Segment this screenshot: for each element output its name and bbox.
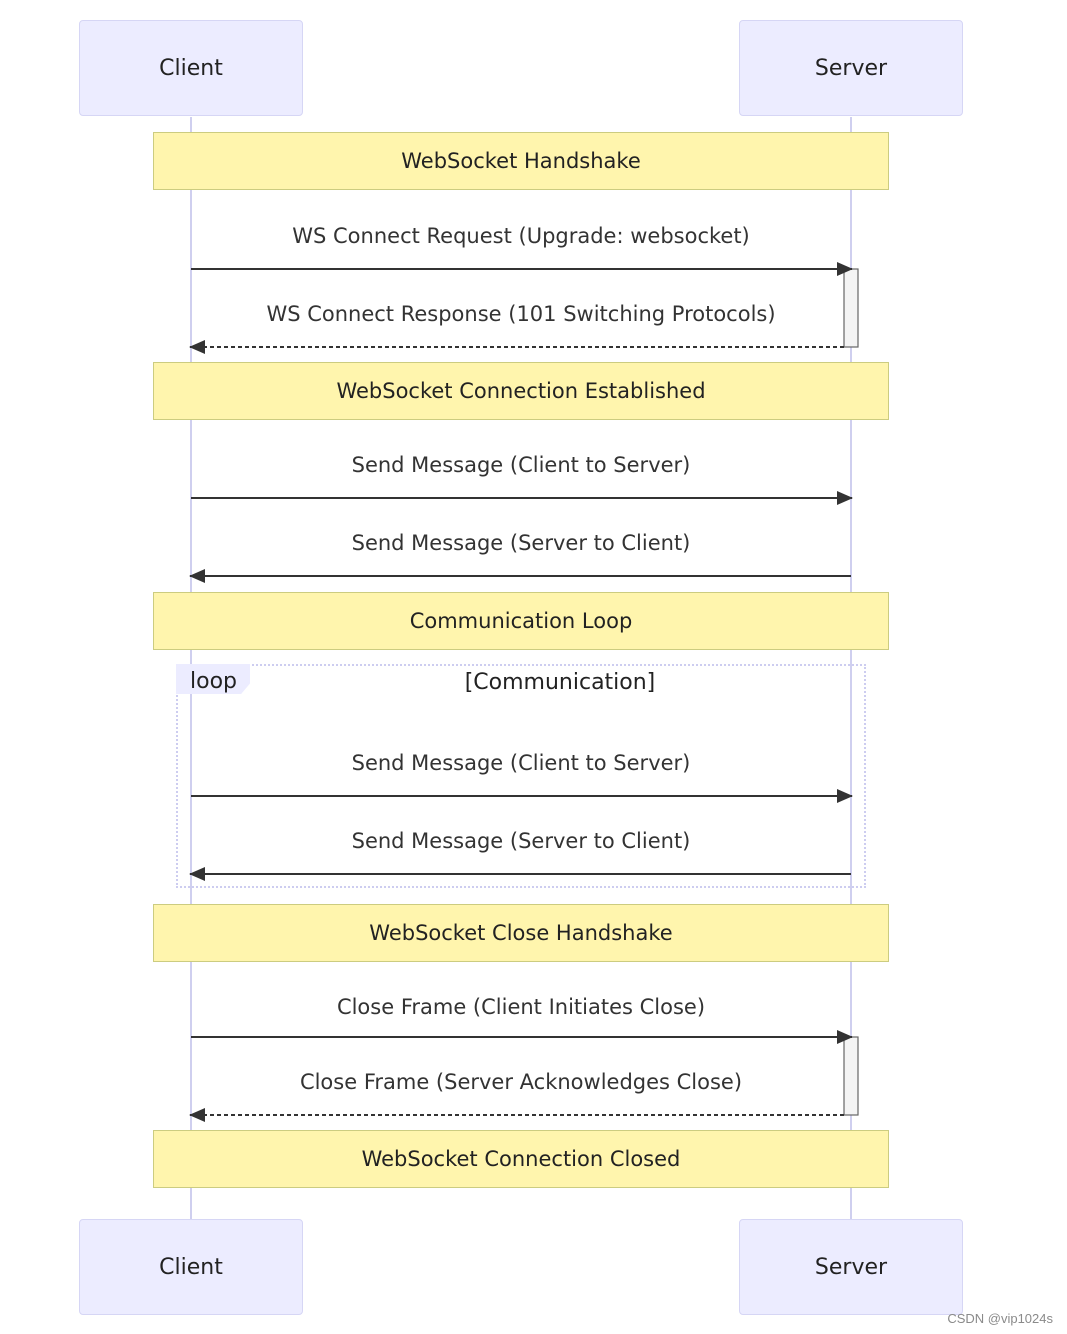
note-text: WebSocket Connection Established: [336, 379, 706, 403]
actor-client-bottom: Client: [79, 1219, 303, 1315]
actor-client-top: Client: [79, 20, 303, 116]
activation-bar: [843, 268, 859, 348]
actor-label: Server: [814, 55, 888, 81]
note-handshake: WebSocket Handshake: [153, 132, 889, 190]
message-send-s2c-2: Send Message (Server to Client): [351, 829, 691, 853]
actor-server-bottom: Server: [739, 1219, 963, 1315]
server-lifeline: [850, 117, 852, 1220]
note-text: WebSocket Connection Closed: [361, 1147, 681, 1171]
activation-bar: [843, 1036, 859, 1116]
actor-label: Server: [814, 1254, 888, 1280]
loop-condition: [Communication]: [464, 670, 656, 695]
note-text: WebSocket Close Handshake: [369, 921, 673, 945]
actor-server-top: Server: [739, 20, 963, 116]
note-established: WebSocket Connection Established: [153, 362, 889, 420]
message-connect-request: WS Connect Request (Upgrade: websocket): [292, 224, 750, 248]
note-text: Communication Loop: [409, 609, 633, 633]
message-send-s2c-1: Send Message (Server to Client): [351, 531, 691, 555]
loop-frame: [176, 664, 866, 888]
loop-tag: loop: [176, 664, 250, 694]
message-connect-response: WS Connect Response (101 Switching Proto…: [266, 302, 776, 326]
actor-label: Client: [159, 55, 223, 81]
message-send-c2s-1: Send Message (Client to Server): [351, 453, 691, 477]
message-send-c2s-2: Send Message (Client to Server): [351, 751, 691, 775]
actor-label: Client: [159, 1254, 223, 1280]
message-close-client: Close Frame (Client Initiates Close): [336, 995, 706, 1019]
message-close-server: Close Frame (Server Acknowledges Close): [299, 1070, 743, 1094]
note-close-handshake: WebSocket Close Handshake: [153, 904, 889, 962]
note-closed: WebSocket Connection Closed: [153, 1130, 889, 1188]
note-text: WebSocket Handshake: [401, 149, 641, 173]
note-communication-loop: Communication Loop: [153, 592, 889, 650]
watermark: CSDN @vip1024s: [947, 1311, 1053, 1326]
